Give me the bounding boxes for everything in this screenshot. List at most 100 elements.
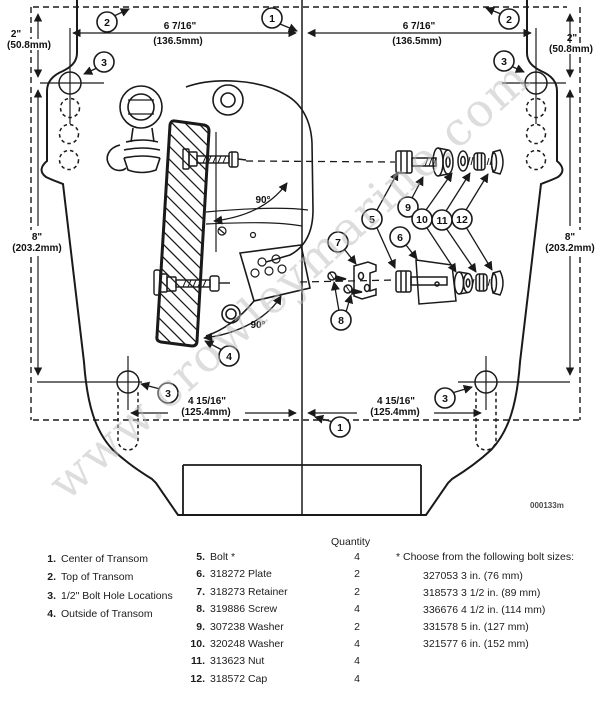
- dim-label: 6 7/16": [164, 21, 197, 32]
- svg-text:6: 6: [397, 232, 403, 244]
- dim-label: 8": [565, 232, 576, 243]
- dim-label-mm: (125.4mm): [370, 407, 419, 418]
- svg-text:3: 3: [101, 57, 107, 69]
- item-label: 319886 Screw: [210, 603, 278, 616]
- dim-label-mm: (136.5mm): [392, 36, 441, 47]
- doc-code: 000133m: [530, 501, 564, 510]
- bolt-shaft: [411, 157, 437, 167]
- bolt-hole-top-left: [40, 28, 104, 171]
- dim-top-width-left: 6 7/16" (136.5mm): [72, 21, 297, 47]
- list-item: 3.1/2" Bolt Hole Locations: [40, 587, 172, 605]
- dim-label: 4 15/16": [188, 396, 226, 407]
- nut-313623: [473, 152, 486, 171]
- bolt-size: 3 in. (76 mm): [461, 570, 523, 582]
- dim-top-offset-left: 2" (50.8mm): [1, 13, 57, 78]
- callout-6: 6: [389, 226, 418, 260]
- callout-3-bottom-right: 3: [434, 384, 473, 409]
- callout-3-bottom-left: 3: [140, 381, 179, 404]
- hardware-row-top: [395, 147, 504, 177]
- dim-top-offset-right: 2" (50.8mm): [544, 13, 599, 78]
- callout-1-bottom: 1: [314, 414, 351, 438]
- svg-text:12: 12: [456, 214, 468, 226]
- list-item: 9. 307238 Washer 2: [182, 619, 392, 636]
- svg-text:2: 2: [506, 14, 512, 26]
- plate-318272: [415, 259, 457, 305]
- tilt-angle-upper: 90°: [213, 182, 288, 225]
- item-label: Center of Transom: [61, 553, 148, 565]
- hull-outline: [40, 0, 564, 516]
- callout-3-top-left: 3: [83, 51, 115, 75]
- dim-bottom-width-right: 4 15/16" (125.4mm): [307, 396, 482, 418]
- dim-label-mm: (203.2mm): [12, 243, 61, 254]
- locations-column: 1.Center of Transom 2.Top of Transom 3.1…: [40, 550, 173, 624]
- item-number: 12.: [190, 672, 205, 685]
- item-quantity: 2: [354, 568, 360, 581]
- list-item: 2.Top of Transom: [40, 568, 173, 586]
- item-label: Outside of Transom: [61, 608, 153, 621]
- item-number: 11.: [190, 655, 205, 668]
- item-quantity: 2: [354, 585, 360, 598]
- dim-label-mm: (136.5mm): [153, 36, 202, 47]
- item-quantity: 4: [354, 551, 360, 563]
- item-quantity: 2: [354, 620, 360, 633]
- bolt-part-number: 327053: [423, 570, 459, 582]
- bolt-size: 5 in. (127 mm): [461, 621, 529, 633]
- callout-8: 8: [330, 281, 354, 331]
- item-label: 318572 Cap: [210, 672, 268, 685]
- item-label: 318272 Plate: [210, 568, 272, 581]
- transom-reference-dashed-lines: [30, 6, 583, 421]
- bolt-shaft-lower: [410, 276, 448, 286]
- callout-12: 12: [451, 173, 493, 271]
- angle-upper-label: 90°: [255, 195, 270, 206]
- item-number: 9.: [196, 620, 205, 633]
- callout-3-top-right: 3: [493, 50, 525, 73]
- item-quantity: 4: [354, 672, 360, 685]
- callout-9: 9: [397, 176, 424, 218]
- bolt-size: 6 in. (152 mm): [461, 638, 529, 650]
- dim-label-mm: (50.8mm): [7, 40, 51, 51]
- item-number: 5.: [196, 551, 205, 563]
- svg-text:2: 2: [104, 17, 110, 29]
- item-quantity: 4: [354, 655, 360, 668]
- callout-4: 4: [204, 340, 240, 367]
- list-item: 5.Bolt *4: [182, 549, 392, 566]
- item-number: 2.: [47, 571, 56, 584]
- bolt-note-header: * Choose from the following bolt sizes:: [396, 551, 575, 563]
- item-number: 6.: [196, 568, 205, 581]
- bolt-hole-bottom-right: [458, 356, 570, 451]
- callout-2-top-left: 2: [96, 8, 130, 33]
- item-number: 7.: [196, 585, 205, 598]
- hardware-row-bottom: [327, 259, 504, 305]
- bolt-part-number: 331578: [423, 621, 459, 633]
- dim-label: 8": [32, 232, 43, 243]
- item-number: 8.: [196, 603, 205, 616]
- bolt-axis-dashed: [245, 160, 396, 283]
- item-quantity: 4: [354, 603, 360, 616]
- dim-label-mm: (203.2mm): [545, 243, 594, 254]
- upper-mounting-bolt: [182, 148, 247, 170]
- transom-installation-diagram: 90° 90°: [1, 0, 599, 516]
- svg-text:9: 9: [405, 202, 411, 214]
- item-number: 4.: [47, 608, 56, 621]
- bolt-part-number: 321577: [423, 638, 459, 650]
- bolt-note-column: * Choose from the following bolt sizes: …: [396, 550, 574, 653]
- bolt-hole-bottom-left: [37, 356, 142, 451]
- quantity-header: Quantity: [331, 536, 371, 548]
- transom-plate-hatched: [155, 119, 211, 348]
- item-label: 307238 Washer: [210, 620, 284, 633]
- dim-label-mm: (50.8mm): [549, 44, 593, 55]
- bolt-part-number: 318573: [423, 587, 459, 599]
- item-number: 3.: [47, 589, 56, 602]
- svg-text:1: 1: [337, 422, 343, 434]
- retainer-318273: [353, 261, 377, 300]
- dim-top-width-right: 6 7/16" (136.5mm): [307, 21, 532, 47]
